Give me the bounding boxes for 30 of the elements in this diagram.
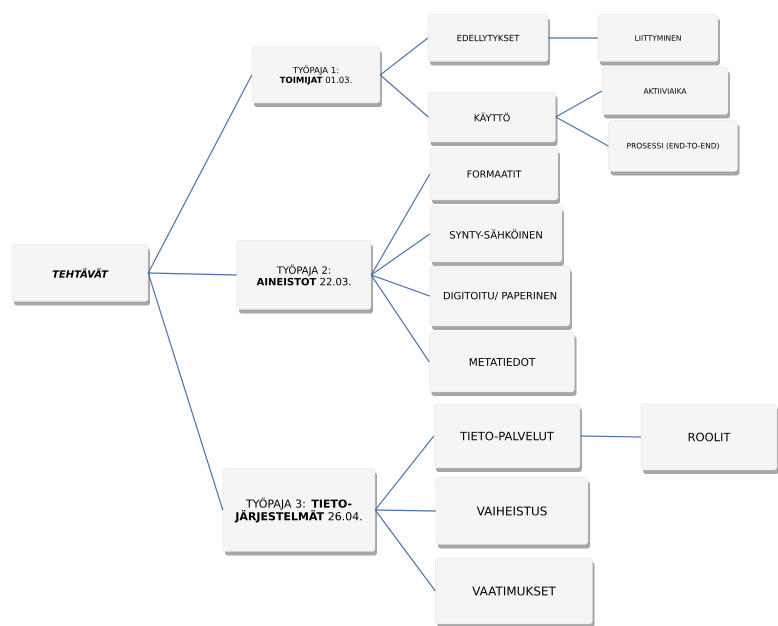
connector-line xyxy=(148,74,252,274)
connector-line xyxy=(555,90,602,118)
connector-line xyxy=(148,272,224,510)
topic-box: METATIEDOT xyxy=(429,332,576,396)
connector-line xyxy=(371,274,430,297)
connector-line xyxy=(548,37,598,39)
connector-line xyxy=(555,116,609,147)
connector-line xyxy=(370,174,430,276)
connector-line xyxy=(375,509,436,512)
connector-line xyxy=(370,274,430,362)
topic-box: TIETO-PALVELUT xyxy=(434,404,582,472)
connector-line xyxy=(380,74,429,118)
connector-line xyxy=(148,272,237,276)
connector-line xyxy=(370,234,430,276)
topic-box: VAATIMUKSET xyxy=(435,558,594,626)
topic-box: KÄYTTÖ xyxy=(428,92,558,146)
root-box: TEHTÄVÄT xyxy=(12,244,150,306)
connector-line xyxy=(374,436,434,510)
topic-box: SYNTY-SÄHKÖINEN xyxy=(430,206,564,266)
topic-box: VAIHEISTUS xyxy=(436,477,590,548)
topic-box: FORMAATIT xyxy=(430,148,560,204)
topic-box: EDELLYTYKSET xyxy=(428,14,550,66)
topic-box: DIGITOITU/ PAPERINEN xyxy=(430,266,572,330)
subtopic-box: ROOLIT xyxy=(640,404,778,474)
connector-line xyxy=(374,510,436,592)
connector-line xyxy=(580,435,641,438)
connector-line xyxy=(380,38,428,76)
workshop-box: TYÖPAJA 1: TOIMIJAT 01.03. xyxy=(252,46,382,107)
workshop-box: TYÖPAJA 3: TIETO-JÄRJESTELMÄT 26.04. xyxy=(222,468,377,556)
workshop-box: TYÖPAJA 2: AINEISTOT 22.03. xyxy=(236,240,373,314)
